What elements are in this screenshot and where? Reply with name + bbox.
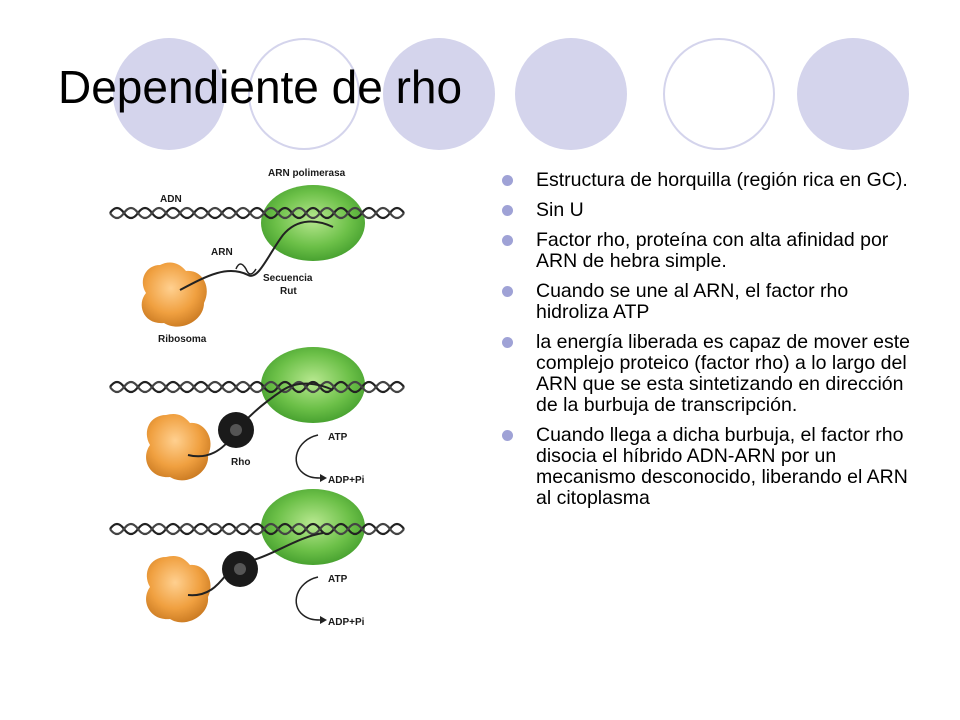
bullet-text: Cuando se une al ARN, el factor rho hidr… <box>536 280 849 323</box>
circle-4 <box>515 38 627 150</box>
panel-2: Rho ATP ADP+Pi <box>109 347 405 486</box>
dna-strand-b-3 <box>109 522 405 536</box>
rna-polymerase-1 <box>261 185 365 261</box>
circle-6 <box>797 38 909 150</box>
panel-1: ADN ARN polimerasa ARN Secuencia Rut Rib… <box>109 168 405 345</box>
atp-arrowhead-1 <box>320 474 327 482</box>
dna-strand-a-2 <box>109 380 405 394</box>
bullet-item: Factor rho, proteína con alta afinidad p… <box>498 230 910 272</box>
rho-factor-3-center <box>234 563 246 575</box>
bullet-item: Cuando se une al ARN, el factor rho hidr… <box>498 281 910 323</box>
atp-arrowhead-2 <box>320 616 327 624</box>
label-rna: ARN <box>211 247 233 258</box>
label-rna-polymerase: ARN polimerasa <box>268 168 346 179</box>
label-atp-1: ATP <box>328 432 348 443</box>
label-dna: ADN <box>160 194 182 205</box>
rna-chain-2 <box>187 382 334 458</box>
label-adp-1: ADP+Pi <box>328 475 365 486</box>
atp-cycle-arrow-1 <box>295 434 321 479</box>
bullet-dot-icon <box>502 235 513 246</box>
bullet-item: Sin U <box>498 200 910 221</box>
bullet-dot-icon <box>502 337 513 348</box>
bullet-item: la energía liberada es capaz de mover es… <box>498 332 910 416</box>
circle-3 <box>383 38 495 150</box>
bullet-list: Estructura de horquilla (región rica en … <box>498 170 910 518</box>
label-ribosome: Ribosoma <box>158 334 207 345</box>
bullet-dot-icon <box>502 205 513 216</box>
bullet-text: la energía liberada es capaz de mover es… <box>536 331 910 416</box>
dna-strand-b-1 <box>109 206 405 220</box>
bullet-dot-icon <box>502 175 513 186</box>
bullet-item: Estructura de horquilla (región rica en … <box>498 170 910 191</box>
label-atp-2: ATP <box>328 574 348 585</box>
decorative-circles <box>0 0 960 160</box>
label-adp-2: ADP+Pi <box>328 617 365 628</box>
rho-termination-figure: ADN ARN polimerasa ARN Secuencia Rut Rib… <box>109 168 405 628</box>
ribosome-1 <box>141 262 207 327</box>
slide-title: Dependiente de rho <box>58 61 463 113</box>
dna-strand-a-3 <box>109 522 405 536</box>
dna-strand-b-2 <box>109 380 405 394</box>
panel-3: ATP ADP+Pi <box>109 489 405 628</box>
label-rut-1: Secuencia <box>263 273 313 284</box>
bullet-text: Estructura de horquilla (región rica en … <box>536 169 908 191</box>
bullet-text: Sin U <box>536 199 584 221</box>
rho-factor-2-center <box>230 424 242 436</box>
ribosome-2 <box>146 413 211 481</box>
bullet-dot-icon <box>502 430 513 441</box>
dna-strand-a-1 <box>109 206 405 220</box>
circle-5 <box>663 38 775 150</box>
ribosome-3 <box>146 555 211 623</box>
bullet-text: Cuando llega a dicha burbuja, el factor … <box>536 424 908 509</box>
bullet-text: Factor rho, proteína con alta afinidad p… <box>536 229 889 272</box>
atp-cycle-arrow-2 <box>295 576 321 621</box>
bullet-dot-icon <box>502 286 513 297</box>
rna-chain-1 <box>179 220 334 291</box>
label-rho: Rho <box>231 457 250 468</box>
label-rut-2: Rut <box>280 286 297 297</box>
circle-1 <box>113 38 225 150</box>
circle-2 <box>248 38 360 150</box>
rut-loop-1 <box>235 263 257 275</box>
bullet-item: Cuando llega a dicha burbuja, el factor … <box>498 425 910 509</box>
